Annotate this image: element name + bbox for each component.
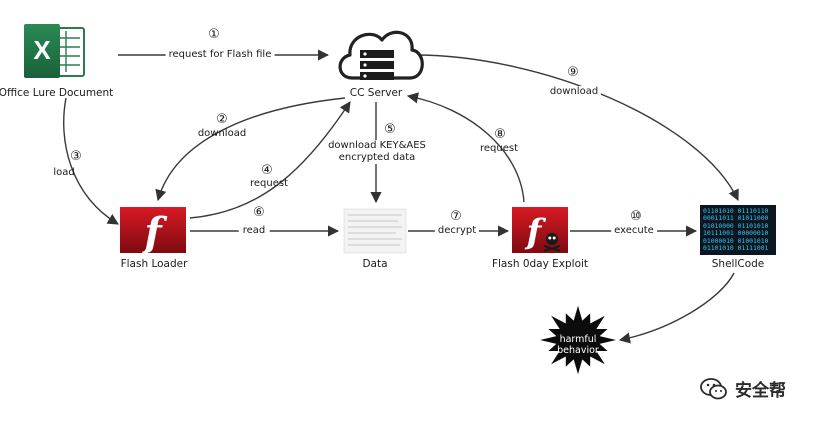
step-5-line2: encrypted data [336,152,418,164]
flash-exploit-icon: f [512,207,568,253]
step-10-label: execute [611,225,657,237]
step-10-number: ⑩ [630,209,642,224]
watermark-text: 安全帮 [735,381,786,401]
step-4-number: ④ [261,163,273,178]
harmful-starburst-icon [540,305,616,375]
arrow-harmful [618,272,735,344]
step-5-number: ⑤ [384,122,396,137]
flash-loader-label: Flash Loader [120,258,188,270]
server-cloud-icon [338,30,424,80]
step-3-number: ③ [70,149,82,164]
watermark: 安全帮 [699,376,786,401]
harmful-line2: behavior [557,345,599,356]
step-7-label: decrypt [434,225,480,237]
flash-exploit-label: Flash 0day Exploit [491,258,589,270]
arrow-load [63,97,119,225]
step-3-label: load [53,167,75,178]
cc-server-label: CC Server [349,87,403,99]
data-icon [343,208,407,254]
arrow-exploit-request [406,92,525,203]
excel-icon: X [24,24,85,78]
flash-loader-icon: f [120,207,186,256]
svg-text:f: f [525,212,547,252]
step-2-number: ② [216,112,228,127]
step-4-label: request [249,178,289,189]
shellcode-binary: 01101010 01110110 00011011 01011000 0101… [703,208,769,253]
step-5-line1: download KEY&AES [326,140,428,152]
step-8-label: request [479,143,519,154]
step-1-label: request for Flash file [165,49,275,61]
wechat-icon [700,377,727,399]
harmful-behavior-label: harmful behavior [548,334,608,356]
arrow-download-loader [155,97,346,202]
data-label: Data [362,258,388,270]
step-2-label: download [197,128,247,139]
step-9-label: download [546,86,602,98]
step-1-number: ① [208,27,220,42]
step-9-number: ⑨ [567,65,579,80]
arrow-loader-request [189,101,351,219]
step-6-number: ⑥ [253,205,265,220]
step-7-number: ⑦ [450,209,462,224]
svg-text:X: X [33,35,51,65]
arrow-download-shellcode [414,54,739,202]
office-lure-label: Office Lure Document [0,87,114,99]
shellcode-icon [700,205,776,255]
step-6-label: read [238,225,270,237]
shellcode-label: ShellCode [711,258,765,270]
harmful-line1: harmful [559,334,597,345]
step-8-number: ⑧ [494,127,506,142]
